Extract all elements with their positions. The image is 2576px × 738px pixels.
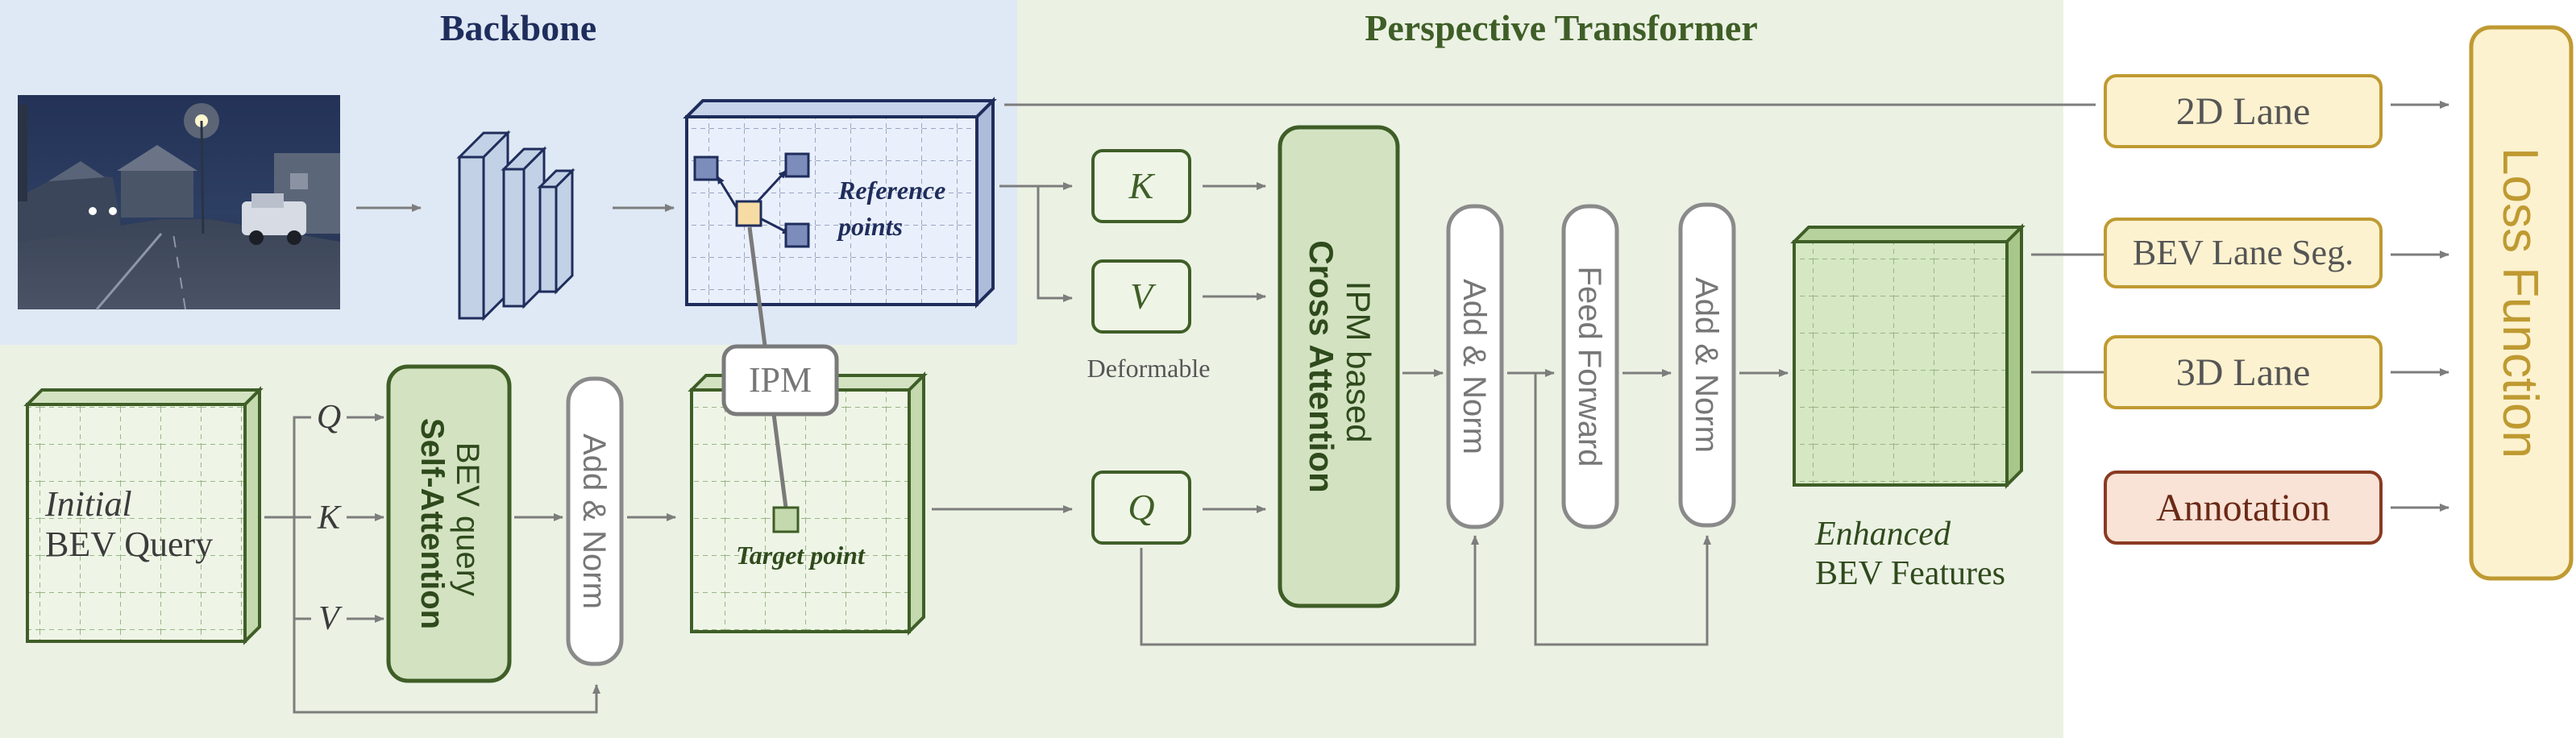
- ipm-box: [721, 344, 839, 417]
- residual-to-add-norm-3: [1534, 373, 1711, 646]
- enhanced-bev-features-label: Enhanced BEV Features: [1814, 516, 2005, 592]
- residual-to-add-norm-2: [1140, 535, 1479, 646]
- cross-attention-label: IPM based Cross Attention: [1303, 240, 1377, 492]
- k-box-label: K: [1128, 165, 1156, 206]
- add-norm-block-3: [1678, 202, 1736, 528]
- add-norm-label-2: Add & Norm: [1456, 279, 1492, 454]
- target-point-label: Target point: [736, 541, 866, 570]
- feed-forward-block: [1561, 204, 1619, 529]
- annotation-box: [2104, 471, 2383, 545]
- reference-feature-map: [683, 97, 997, 309]
- output-bev-seg-label: BEV Lane Seg.: [2133, 233, 2354, 272]
- add-norm-label-3: Add & Norm: [1689, 277, 1724, 453]
- annotation-label: Annotation: [2156, 487, 2330, 529]
- self-attention-block: [386, 364, 512, 683]
- feed-forward-label: Feed Forward: [1572, 267, 1607, 467]
- output-3d-lane-box: [2104, 335, 2383, 409]
- initial-bev-query-label: Initial BEV Query: [44, 484, 213, 564]
- residual-to-add-norm-1: [293, 619, 600, 714]
- k-box: [1091, 149, 1191, 223]
- input-k-label: K: [317, 500, 342, 537]
- v-box: [1091, 259, 1191, 334]
- backbone-title: Backbone: [440, 7, 596, 48]
- input-v-label: V: [318, 600, 343, 637]
- cross-attention-block: [1278, 125, 1400, 608]
- enhanced-bev-features: [1790, 223, 2025, 489]
- deformable-label: Deformable: [1087, 354, 1211, 383]
- add-norm-label-1: Add & Norm: [576, 433, 612, 609]
- input-q-label: Q: [317, 399, 341, 436]
- reference-points: [693, 152, 810, 248]
- loss-function-box: [2469, 25, 2574, 581]
- output-3d-lane-label: 3D Lane: [2176, 351, 2311, 394]
- output-2d-lane-label: 2D Lane: [2176, 90, 2311, 133]
- q-box: [1091, 471, 1191, 545]
- transformer-title: Perspective Transformer: [1365, 7, 1758, 48]
- q-box-label: Q: [1128, 487, 1154, 528]
- add-norm-block-1: [566, 376, 624, 666]
- add-norm-block-2: [1446, 204, 1504, 529]
- output-bev-seg-box: [2104, 218, 2383, 288]
- target-point-marker: [772, 506, 800, 533]
- v-box-label: V: [1130, 276, 1157, 317]
- loss-function-label: Loss Function: [2492, 147, 2548, 458]
- camera-image: [18, 95, 340, 310]
- initial-bev-query-box: [23, 386, 264, 645]
- input-q-arrow: [293, 413, 384, 517]
- ipm-label: IPM: [749, 360, 812, 400]
- target-bev-grid: [688, 371, 928, 636]
- self-attention-label: BEV query Self-Attention: [414, 418, 485, 629]
- reference-points-label: Reference points: [836, 176, 952, 241]
- backbone-network-icon: [456, 130, 575, 321]
- grid-to-v-arrow: [1037, 186, 1073, 302]
- output-2d-lane-box: [2104, 74, 2383, 148]
